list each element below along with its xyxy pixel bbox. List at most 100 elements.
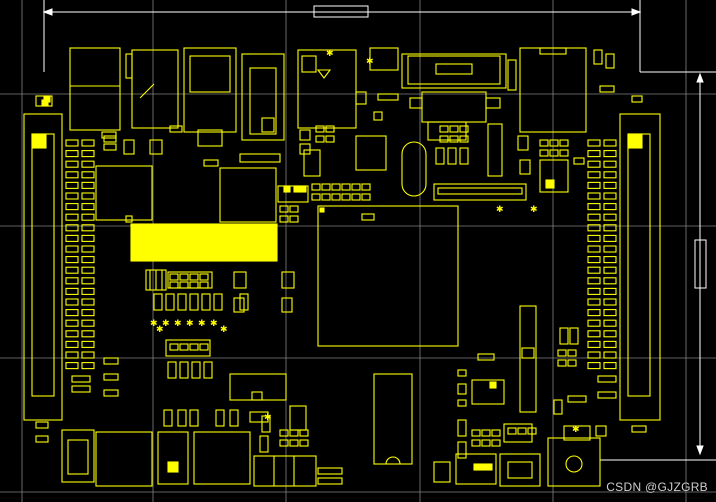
right-passive-pad [587, 181, 601, 189]
left-passive-pad [65, 234, 79, 242]
main-processor-chip [317, 205, 459, 347]
via-asterisk-icon: ✱ [264, 413, 272, 423]
resistor-pad [189, 409, 199, 427]
capacitor-pad [341, 183, 351, 191]
resistor-pad [559, 327, 569, 345]
left-passive-pad [65, 245, 79, 253]
right-passive-pad [587, 340, 601, 348]
regulator-outline [131, 49, 179, 129]
left-passive-pad [81, 160, 95, 168]
via-markers: ✱✱✱✱✱✱✱✱✱✱✱✱✱✱ [150, 49, 580, 435]
left-passive-pad [65, 203, 79, 211]
crystal-outline [229, 373, 287, 401]
left-passive-pad [81, 192, 95, 200]
bottom-mid-jack [193, 431, 251, 485]
capacitor-pad [315, 125, 325, 133]
capacitor-pad [491, 439, 501, 447]
resistor-pad [179, 361, 189, 379]
left-passive-pad [81, 224, 95, 232]
left-passive-pad [65, 171, 79, 179]
left-passive-pad [81, 340, 95, 348]
via-asterisk-icon: ✱ [210, 319, 218, 329]
via-asterisk-icon: ✱ [220, 325, 228, 335]
smd-pad-group [35, 95, 579, 459]
left-passive-pad [81, 319, 95, 327]
capacitor-pad [279, 439, 289, 447]
via-asterisk-icon: ✱ [496, 205, 504, 215]
silkscreen-layer [23, 47, 661, 487]
capacitor-pad [351, 193, 361, 201]
ic-block-left [95, 165, 153, 221]
capacitor-pad [299, 429, 309, 437]
capacitor-pad [289, 429, 299, 437]
left-passive-pad [81, 181, 95, 189]
via-asterisk-icon: ✱ [366, 57, 374, 67]
capacitor-pad [439, 135, 449, 143]
capacitor-pad [471, 439, 481, 447]
resistor-pad [457, 419, 467, 437]
relay-outline [241, 53, 285, 141]
left-passive-pad [65, 213, 79, 221]
right-passive-pad [603, 298, 617, 306]
right-passive-pad [603, 351, 617, 359]
right-passive-pad [603, 256, 617, 264]
left-passive-pad [65, 160, 79, 168]
via-asterisk-icon: ✱ [572, 425, 580, 435]
capacitor-pad [557, 349, 567, 357]
left-passive-column [65, 139, 95, 370]
ic-block-right [219, 167, 277, 223]
right-passive-pad [603, 245, 617, 253]
left-passive-pad [65, 362, 79, 370]
left-passive-pad [81, 287, 95, 295]
capacitor-pad [279, 215, 289, 223]
capacitor-pad [341, 193, 351, 201]
right-passive-pad [603, 287, 617, 295]
right-passive-pad [603, 213, 617, 221]
capacitor-pad [321, 183, 331, 191]
right-passive-pad [587, 224, 601, 232]
right-passive-pad [587, 150, 601, 158]
via-asterisk-icon: ✱ [198, 319, 206, 329]
dip-ic [373, 373, 413, 465]
capacitor-pad [189, 281, 199, 289]
capacitor-pad [507, 427, 517, 435]
capacitor-pad [311, 183, 321, 191]
capacitor-pad [559, 149, 569, 157]
arrow-down-icon [696, 445, 704, 456]
bottom-left-jack [95, 431, 153, 487]
capacitor-pad [289, 215, 299, 223]
capacitor-pad [299, 439, 309, 447]
resistor-pad [457, 441, 467, 459]
resistor-pad [259, 435, 269, 453]
resistor-pad [191, 361, 201, 379]
left-passive-pad [81, 256, 95, 264]
via-asterisk-icon: ✱ [326, 49, 334, 59]
right-passive-pad [587, 287, 601, 295]
solder-pad-block [130, 223, 278, 262]
push-button [547, 437, 601, 487]
left-passive-pad [81, 234, 95, 242]
left-passive-pad [81, 139, 95, 147]
resistor-pad [261, 415, 271, 433]
capacitor-pad [361, 193, 371, 201]
resistor-pad [165, 293, 175, 311]
top-left-module [69, 47, 121, 131]
arrow-right-icon [631, 8, 642, 16]
left-passive-pad [81, 362, 95, 370]
resistor-pad [153, 293, 163, 311]
right-header-connector [619, 113, 661, 421]
right-passive-pad [587, 192, 601, 200]
pin-pad-block [277, 185, 309, 203]
left-passive-pad [81, 171, 95, 179]
right-passive-pad [603, 362, 617, 370]
marker-pad [283, 185, 291, 193]
left-passive-pad [81, 266, 95, 274]
capacitor-pad [527, 427, 537, 435]
right-passive-pad [587, 351, 601, 359]
resistor-pad [189, 293, 199, 311]
bottom-right-connector [499, 453, 541, 487]
capacitor-pad [199, 281, 209, 289]
capacitor-pad [289, 205, 299, 213]
via-asterisk-icon: ✱ [150, 319, 158, 329]
